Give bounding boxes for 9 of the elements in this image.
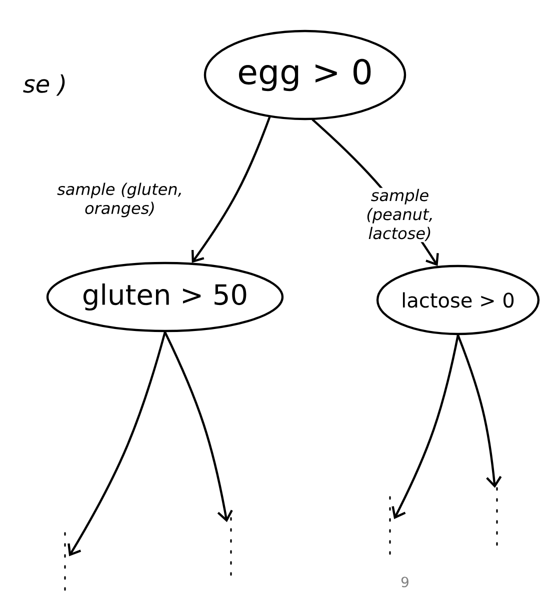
edge-label: sample (gluten, oranges) (44, 182, 196, 218)
cut-off-text: se ) (23, 74, 65, 96)
arrow (392, 334, 460, 520)
page-number: 9 (401, 576, 408, 588)
arrow (191, 116, 271, 263)
arrow (68, 331, 166, 556)
arrow (164, 331, 233, 522)
edge-label: sample (peanut, lactose) (352, 188, 448, 242)
arrow (456, 334, 502, 488)
